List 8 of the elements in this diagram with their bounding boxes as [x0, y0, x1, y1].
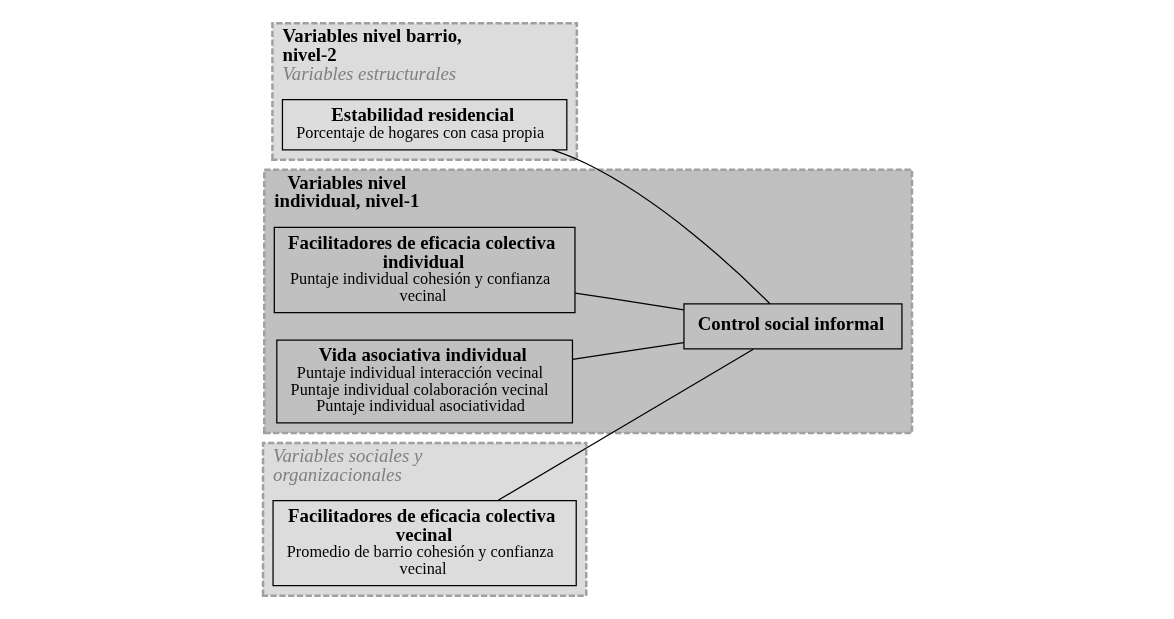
- connector: [497, 348, 754, 501]
- node-box: Estabilidad residencial Porcentaje de hogares con casa propia: [281, 99, 567, 151]
- connector: [571, 342, 684, 361]
- node-box: Facilitadores de eficacia colectiva individual Puntaje individual cohesión y confianza vecinal: [273, 226, 576, 314]
- node-box: Facilitadores de eficacia colectiva vecinal Promedio de barrio cohesión y confianza vecinal: [271, 499, 577, 587]
- node-box: Vida asociativa individual Puntaje individual interacción vecinal Puntaje individual colaboración vecinal Puntaje individual asociatividad: [275, 339, 573, 424]
- connector: [574, 292, 684, 311]
- node-box: Control social informal: [682, 303, 903, 350]
